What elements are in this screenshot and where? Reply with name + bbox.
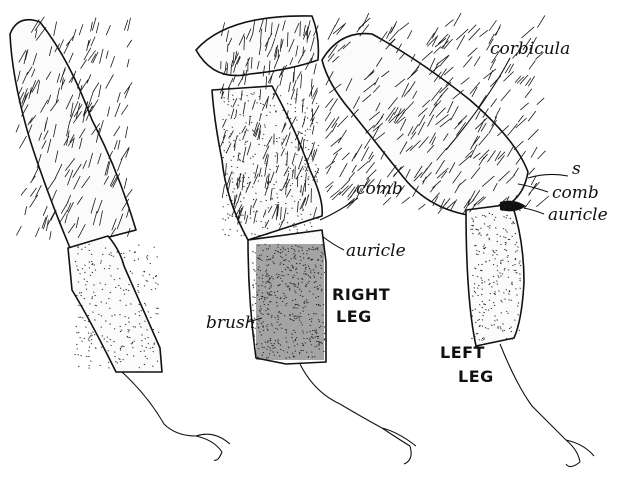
right-leg-brush: [256, 244, 324, 360]
leader-comb-right-leg: [320, 198, 358, 220]
left-leg: [322, 13, 594, 466]
label-brush: brush: [206, 313, 256, 333]
right-leg-tarsus: [300, 364, 416, 464]
label-corbicula: corbicula: [490, 39, 570, 59]
left-leg-tarsus: [500, 344, 594, 467]
leader-s: [528, 174, 568, 178]
leader-auricle-left-leg: [524, 208, 544, 214]
label-s: s: [572, 159, 581, 179]
label-comb-right-leg: comb: [356, 179, 403, 199]
label-auricle-right-leg: auricle: [346, 241, 406, 261]
leg-outer-view: [10, 17, 230, 461]
label-comb-left-leg: comb: [552, 183, 599, 203]
caption-left-leg-line2: LEG: [458, 367, 494, 386]
left-leg-tibia-corbicula: [322, 34, 528, 216]
caption-right-leg-line1: RIGHT: [332, 285, 390, 304]
leg1-tarsus: [122, 372, 230, 460]
caption-left-leg-line1: LEFT: [440, 343, 485, 362]
caption-right-leg-line2: LEG: [336, 307, 372, 326]
label-auricle-left-leg: auricle: [548, 205, 608, 225]
leader-auricle-right-leg: [322, 236, 344, 250]
